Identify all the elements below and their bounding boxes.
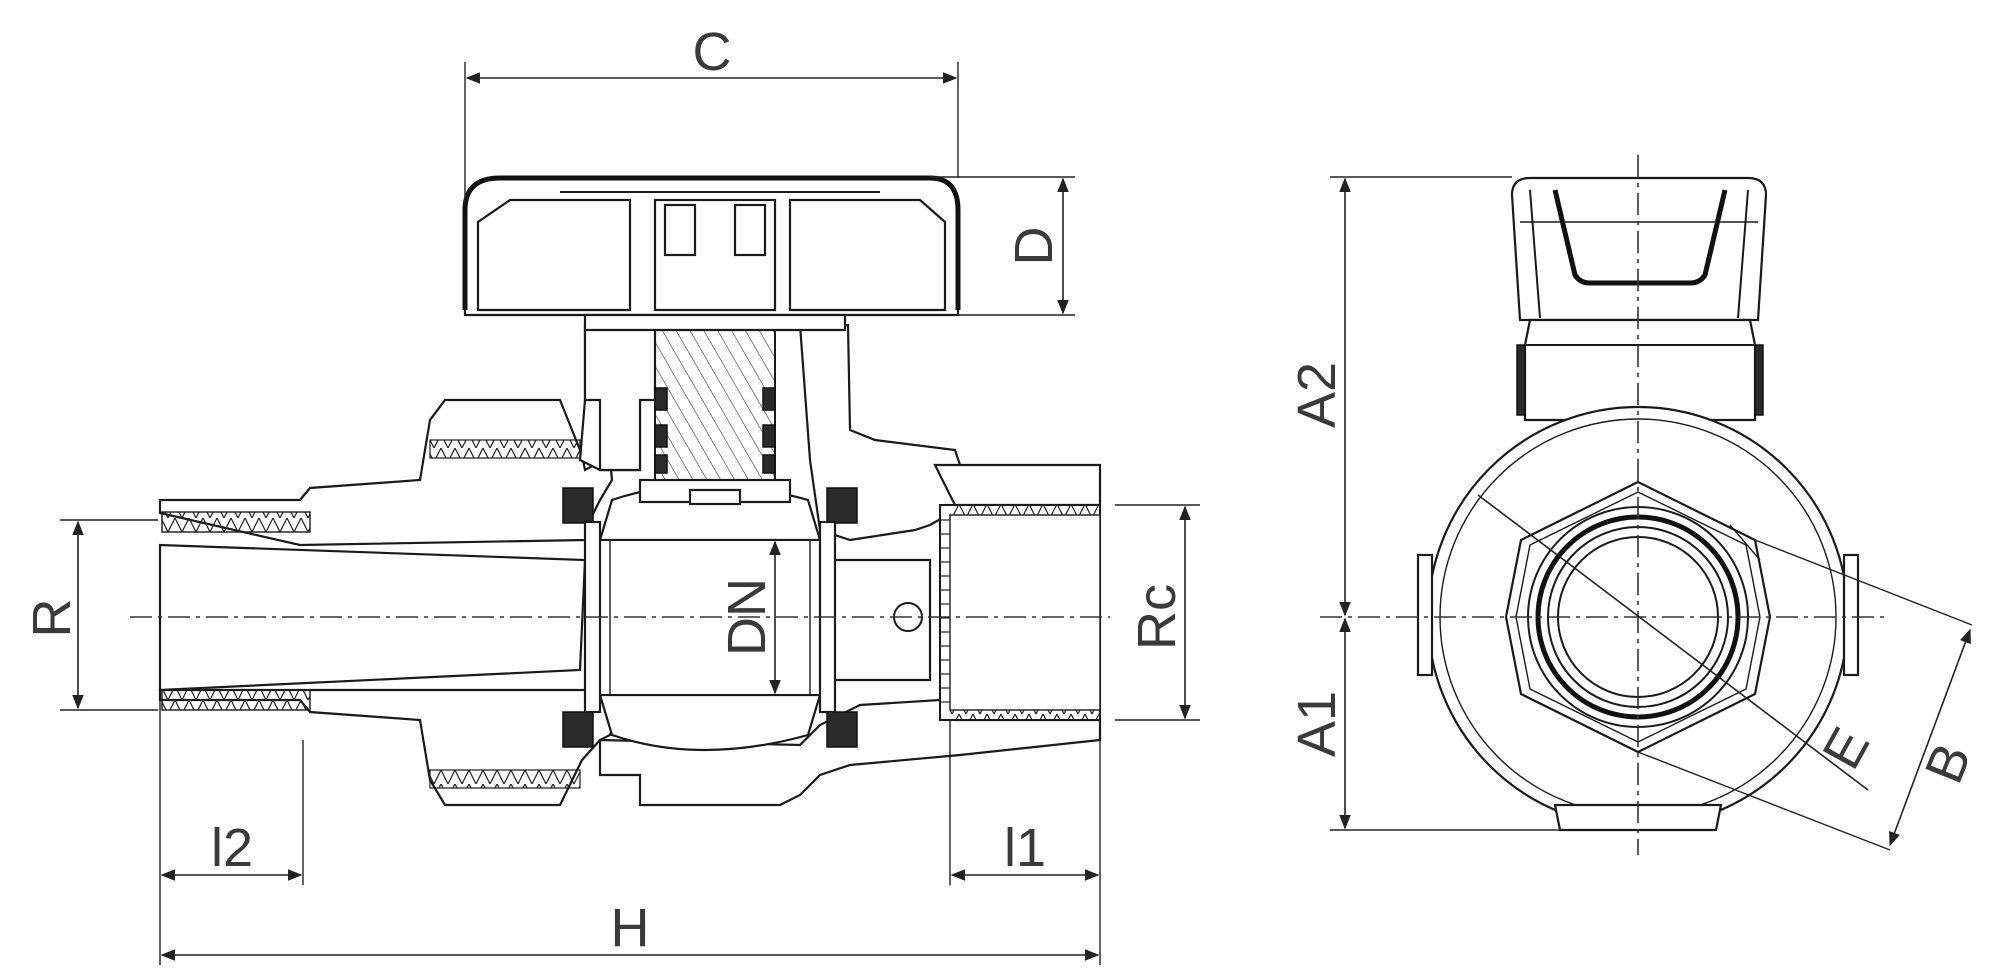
side-section-view: C D R DN Rc [22,22,1200,965]
dimension-a1: A1 [1287,617,1560,831]
dim-label-a2: A2 [1287,362,1347,428]
dim-label-b: B [1914,735,1983,791]
dimension-b: B [1637,539,1983,851]
dimension-rc: Rc [1115,504,1200,721]
dimension-l2: l2 [159,700,304,890]
dim-label-c: C [693,22,732,82]
dim-label-e: E [1811,718,1881,779]
dimension-a2: A2 [1287,176,1512,617]
dim-label-r: R [22,599,82,638]
front-neck [1516,318,1764,422]
dim-label-d: D [1004,227,1064,266]
male-thread [161,439,581,789]
dim-label-rc: Rc [1127,584,1187,650]
dimension-r: R [22,519,158,711]
stem [638,329,792,506]
dimension-l1: l1 [949,720,1101,965]
dimension-c: C [464,22,959,205]
dim-label-dn: DN [717,578,777,656]
front-view: A2 A1 E B [1287,155,1983,855]
dimension-d: D [930,176,1075,316]
dim-label-h: H [611,898,650,958]
dimension-h: H [159,890,1100,965]
dimension-dn: DN [717,540,781,695]
dim-label-l1: l1 [1004,818,1046,878]
handle [462,175,961,332]
dim-label-l2: l2 [211,818,253,878]
dim-label-a1: A1 [1287,691,1347,757]
female-thread [939,504,1101,721]
front-handle [1510,176,1768,322]
